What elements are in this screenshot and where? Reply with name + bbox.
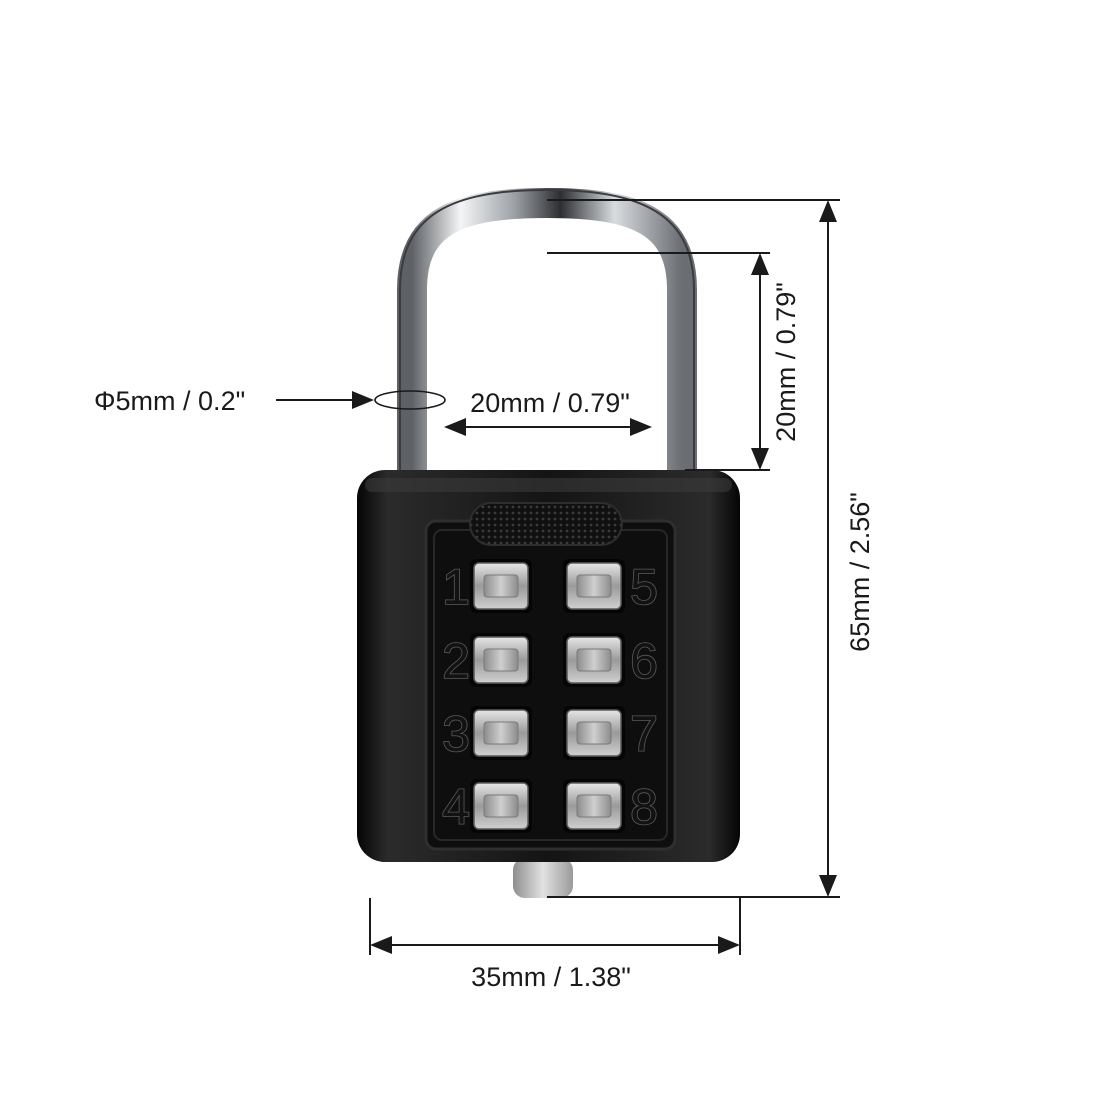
keypad-button-7[interactable] [563,706,625,760]
keypad-digit-5: 5 [630,559,658,615]
padlock: 1 2 3 4 5 6 7 8 [357,187,740,898]
keypad-button-4[interactable] [470,779,532,833]
arrowheads [352,200,837,954]
keypad-digit-8: 8 [630,779,658,835]
total-height-label: 65mm / 2.56" [845,492,875,652]
grip-pad [469,502,623,546]
shackle-diameter-label: Φ5mm / 0.2" [94,386,245,416]
diameter-ring [374,390,446,410]
release-pin [513,858,573,898]
keypad-digit-7: 7 [630,706,658,762]
dimension-lines [276,199,840,955]
keypad: 1 2 3 4 5 6 7 8 [441,558,658,836]
keypad-digit-6: 6 [630,633,658,689]
shackle-clearance-label: 20mm / 0.79" [771,282,801,442]
keypad-button-3[interactable] [470,706,532,760]
keypad-button-2[interactable] [470,633,532,687]
body-width-label: 35mm / 1.38" [471,962,631,992]
keypad-button-1[interactable] [470,559,532,613]
keypad-button-6[interactable] [563,633,625,687]
keypad-digit-1: 1 [442,559,470,615]
keypad-button-8[interactable] [563,779,625,833]
keypad-digit-4: 4 [442,779,470,835]
shackle-inner-width-label: 20mm / 0.79" [470,388,630,418]
keypad-button-5[interactable] [563,559,625,613]
dimension-labels: Φ5mm / 0.2" 20mm / 0.79" 20mm / 0.79" 65… [94,282,875,992]
keypad-digit-2: 2 [442,633,470,689]
keypad-digit-3: 3 [442,706,470,762]
shackle [397,187,697,482]
